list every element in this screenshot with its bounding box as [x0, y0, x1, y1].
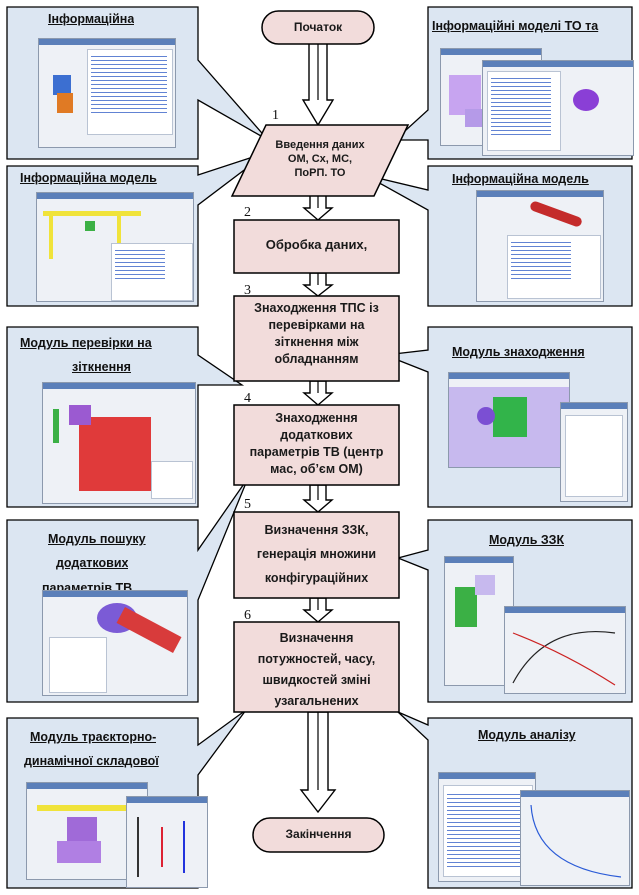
step-1-line-3: ПоРП. ТО: [294, 167, 346, 179]
screenshot-left-5b: [126, 796, 208, 888]
step-5-number: 5: [244, 497, 251, 512]
screenshot-right-3: [448, 372, 570, 468]
callout-left-3-title-2: зіткнення: [72, 360, 131, 374]
step-2-number: 2: [244, 205, 251, 220]
step-1-line-2: ОМ, Сх, МС,: [287, 153, 353, 165]
screenshot-right-4: [444, 556, 514, 686]
screenshot-left-1: [38, 38, 176, 148]
step-2-shape: [233, 219, 400, 274]
step-1-line-1: Введення даних: [275, 139, 365, 151]
step-4-line-1: Знаходження: [275, 411, 358, 425]
step-1-shape: [230, 124, 410, 197]
step-6-line-1: Визначення: [279, 631, 354, 645]
callout-right-1-title: Інформаційні моделі ТО та: [432, 19, 599, 33]
screenshot-right-3b: [560, 402, 628, 502]
callout-left-4-title: Модуль пошуку: [48, 532, 146, 546]
step-1-number: 1: [272, 108, 279, 123]
screenshot-left-3: [42, 382, 196, 504]
callout-right-4-title: Модуль ЗЗК: [489, 533, 565, 547]
screenshot-left-4: [42, 590, 188, 696]
step-3-shape: [233, 295, 400, 382]
step-6-line-3: швидкостей зміні: [262, 673, 371, 687]
screenshot-right-4b: [504, 606, 626, 694]
step-5-line-2: генерація множини: [256, 547, 377, 561]
callout-left-4-title-2: додаткових: [56, 556, 129, 570]
callout-left-1-title: Інформаційна: [48, 12, 135, 26]
end-label: Закінчення: [285, 827, 352, 841]
step-5-line-3: конфігураційних: [264, 571, 369, 585]
step-6-shape: [233, 621, 400, 713]
step-6-line-2: потужностей, часу,: [257, 652, 376, 666]
callout-left-4-title-3: параметрів ТВ: [42, 581, 133, 590]
step-6-number: 6: [244, 608, 251, 623]
step-4-line-4: мас, об’єм ОМ): [270, 462, 363, 476]
step-4-line-3: параметрів ТВ (центр: [249, 445, 384, 459]
start-terminal-shape: [261, 10, 375, 45]
step-3-number: 3: [244, 283, 251, 298]
step-4-text: Знаходження додаткових параметрів ТВ (це…: [234, 410, 399, 478]
step-6-text: Визначення потужностей, часу, швидкостей…: [234, 628, 399, 712]
step-3-line-3: зіткнення між: [274, 335, 359, 349]
step-2-text: Обробка даних,: [234, 237, 399, 253]
step-3-text: Знаходження ТПС із перевірками на зіткне…: [234, 300, 399, 368]
step-5-shape: [233, 511, 400, 599]
step-3-line-2: перевірками на: [268, 318, 365, 332]
step-1-text: Введення даних ОМ, Сх, МС, ПоРП. ТО: [262, 138, 378, 180]
step-4-number: 4: [244, 391, 251, 406]
step-5-line-1: Визначення ЗЗК,: [264, 523, 369, 537]
callout-right-5-title: Модуль аналізу: [478, 728, 576, 742]
step-4-shape: [233, 404, 400, 486]
step-5-text: Визначення ЗЗК, генерація множини конфіг…: [234, 518, 399, 590]
step-3-line-4: обладнанням: [274, 352, 359, 366]
step-2-line-1: Обробка даних,: [265, 237, 368, 252]
callout-left-2-title: Інформаційна модель: [20, 171, 157, 185]
screenshot-right-5b: [520, 790, 630, 886]
screenshot-right-1b: [482, 60, 634, 156]
callout-right-2-title: Інформаційна модель: [452, 172, 589, 186]
callout-left-5-title: Модуль траєкторно-: [30, 730, 157, 744]
callout-left-5-title-2: динамічної складової: [24, 754, 159, 768]
end-terminal-shape: [252, 817, 385, 853]
callout-right-3-title: Модуль знаходження: [452, 345, 585, 359]
start-label: Початок: [293, 20, 343, 34]
screenshot-right-2: [476, 190, 604, 302]
step-6-line-4: узагальнених: [274, 694, 359, 708]
callout-left-3-title: Модуль перевірки на: [20, 336, 152, 350]
screenshot-right-5: [438, 772, 536, 882]
step-4-line-2: додаткових: [280, 428, 353, 442]
screenshot-left-2: [36, 192, 194, 302]
step-3-line-1: Знаходження ТПС із: [254, 301, 379, 315]
